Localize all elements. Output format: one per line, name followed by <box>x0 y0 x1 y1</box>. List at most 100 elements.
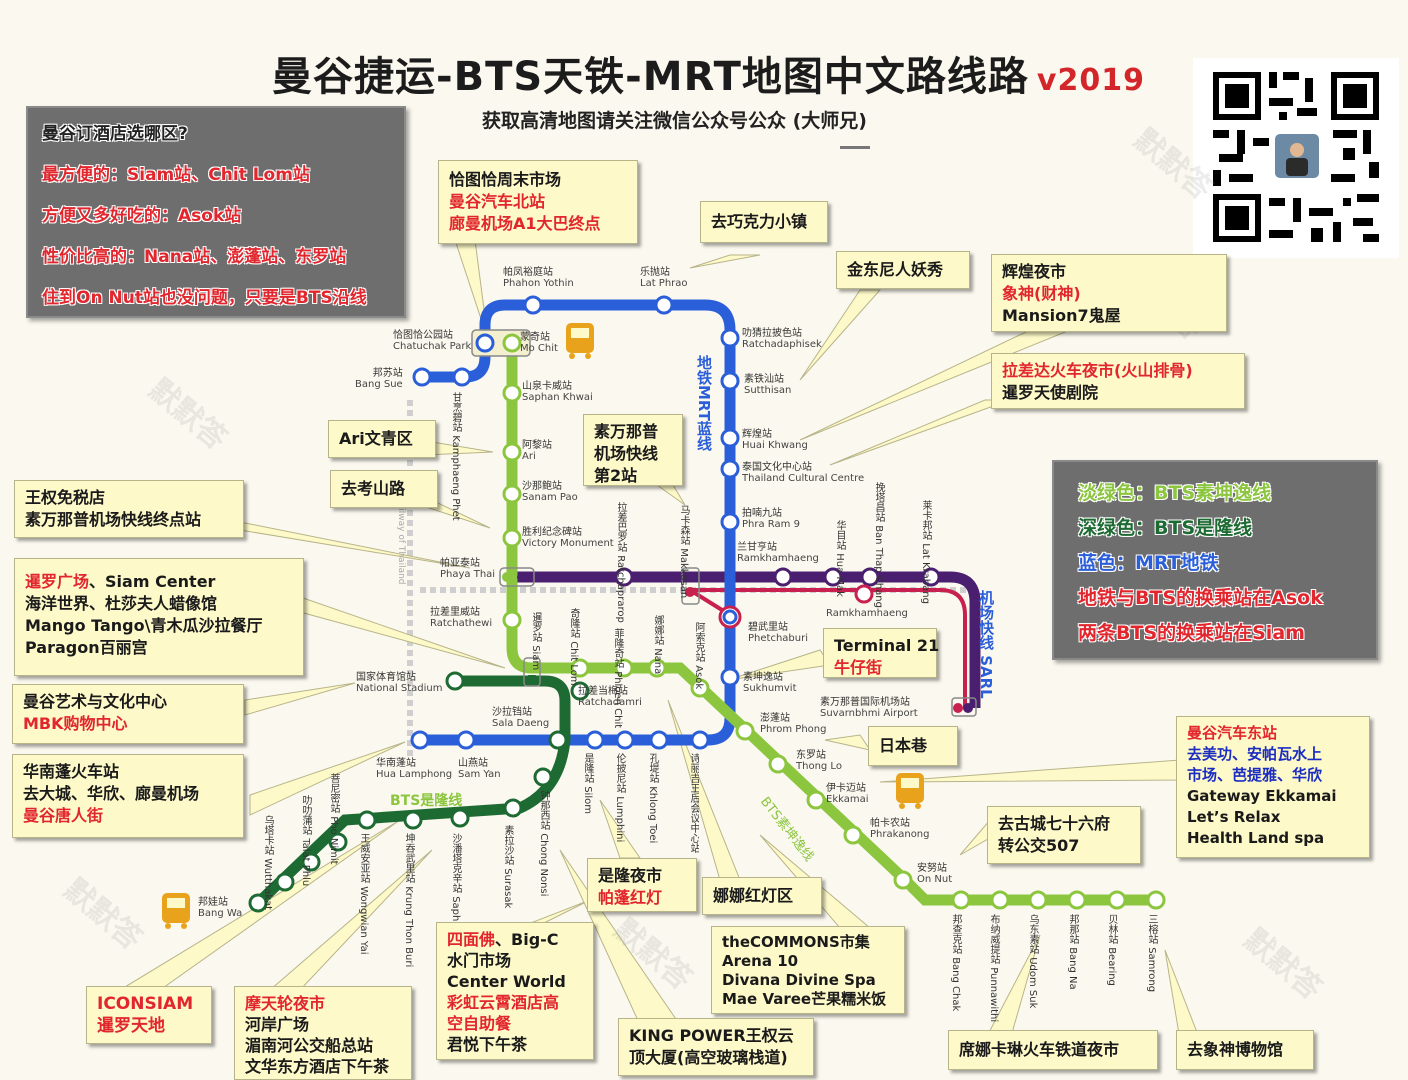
station-siam[interactable]: 暹罗站 Siam <box>530 612 541 671</box>
station-bang-chak[interactable]: 邦查克站 Bang Chak <box>950 914 961 1012</box>
station-udom-suk[interactable]: 乌东素站 Udom Suk <box>1027 914 1038 1009</box>
hotel-guide-heading: 曼谷订酒店选哪区? <box>42 124 188 144</box>
callout-ladyboy-show: 金东尼人妖秀 <box>836 251 970 289</box>
station-kamphaeng-phet[interactable]: 甘烹碧站 Kamphaeng Phet <box>450 392 461 521</box>
station-chong-nonsi[interactable]: 钟那西站 Chong Nonsi <box>538 790 549 897</box>
station-ramkhamhaeng-city[interactable]: Ramkhamhaeng <box>826 608 908 619</box>
station-chit-lom[interactable]: 奇隆站 Chit Lom <box>568 608 579 686</box>
railway-label: State Railway of Thailand <box>396 470 406 585</box>
hotel-guide-line: 方便又多好吃的：Asok站 <box>42 206 242 226</box>
station-makkasan[interactable]: 马卡森站 Makkasan <box>678 505 689 599</box>
bus-icon <box>566 323 594 359</box>
callout-national-stadium: 曼谷艺术与文化中心 MBK购物中心 <box>12 684 244 744</box>
callout-chocolate-ville: 去巧克力小镇 <box>700 201 828 243</box>
station-qsncc[interactable]: 诗丽吉王后会议中心站 <box>688 753 699 853</box>
map-legend: 淡绿色：BTS素坤逸线 深绿色：BTS是隆线 蓝色：MRT地铁 地铁与BTS的换… <box>1052 460 1378 660</box>
qr-code-icon <box>1193 58 1399 258</box>
callout-mahanakhon: KING POWER王权云 顶大厦(高空玻璃栈道) <box>618 1018 814 1076</box>
hotel-guide-line: 住到On Nut站也没问题，只要是BTS沿线 <box>42 288 367 308</box>
station-asok[interactable]: 阿索克站 Asok <box>693 622 704 690</box>
callout-ari: Ari文青区 <box>328 420 436 458</box>
airport-link-label: 机场快线 SARL <box>977 590 995 699</box>
qr-code[interactable] <box>1193 58 1399 258</box>
erawan-line-rest: 、Big-C <box>495 930 559 949</box>
legend-bts-sukhumvit: 淡绿色：BTS素坤逸线 <box>1078 482 1272 504</box>
station-talat-phlu[interactable]: 叻叻蒲站 Talat Phlu <box>300 795 311 887</box>
callout-erawan-museum: 去象神博物馆 <box>1176 1030 1314 1070</box>
station-ratchaprarop[interactable]: 拉差巴罗站 Ratchaprarop <box>615 502 626 623</box>
callout-huai-khwang: 辉煌夜市 象神(财神) Mansion7鬼屋 <box>991 254 1227 332</box>
callout-ekkamai: 曼谷汽车东站 去美功、安帕瓦水上 市场、芭提雅、华欣 Gateway Ekkam… <box>1176 716 1370 858</box>
callout-srinakarin-market: 席娜卡琳火车铁道夜市 <box>948 1030 1158 1070</box>
version-label: v2019 <box>1036 63 1145 98</box>
station-punnawithi[interactable]: 布纳威提站 Punnawithi <box>988 914 999 1023</box>
hotel-guide-line: 最方便的：Siam站、Chit Lom站 <box>42 165 310 185</box>
station-phloen-chit[interactable]: 菲隆奇站 Phloen Chit <box>612 628 623 729</box>
station-surasak[interactable]: 素拉沙站 Surasak <box>502 825 513 909</box>
callout-nana-plaza: 娜娜红灯区 <box>702 877 822 915</box>
station-wutthakat[interactable]: 乌塔卡站 Wutthakat <box>262 815 273 911</box>
legend-mrt: 蓝色：MRT地铁 <box>1078 552 1219 574</box>
bus-icon <box>896 773 924 809</box>
station-khlong-toei[interactable]: 孔堤站 Khlong Toei <box>647 753 658 844</box>
station-silom[interactable]: 是隆站 Silom <box>582 753 593 814</box>
subtitle: 获取高清地图请关注微信公众号公众 (大师兄) <box>482 110 867 132</box>
callout-chatuchak: 恰图恰周末市场 曼谷汽车北站 廊曼机场A1大巴终点 <box>438 160 638 244</box>
station-bang-na[interactable]: 邦那站 Bang Na <box>1067 914 1078 990</box>
subtitle-underline <box>840 146 870 149</box>
legend-interchange-asok: 地铁与BTS的换乘站在Asok <box>1078 587 1323 609</box>
station-wongwian-yai[interactable]: 王威安亚站 Wongwian Yai <box>358 833 369 955</box>
station-samrong[interactable]: 三榕站 Samrong <box>1146 914 1157 993</box>
legend-bts-silom: 深绿色：BTS是隆线 <box>1078 517 1253 539</box>
station-bearing[interactable]: 贝林站 Bearing <box>1106 914 1117 986</box>
callout-patpong: 是隆夜市 帕蓬红灯 <box>587 858 697 912</box>
mrt-line-label: 地铁MRT蓝线 <box>695 355 713 452</box>
callout-khao-san: 去考山路 <box>330 470 438 508</box>
callout-asiatique: 摩天轮夜市 河岸广场 湄南河公交船总站 文华东方酒店下午茶 <box>234 986 412 1080</box>
silom-line-label: BTS是隆线 <box>390 793 463 809</box>
callout-japan-alley: 日本巷 <box>868 726 958 766</box>
station-ban-thap-chang[interactable]: 挽塔昌站 Ban Thap Chang <box>873 482 884 608</box>
station-nana[interactable]: 娜娜站 Nana <box>652 615 663 675</box>
station-pho-nimit[interactable]: 菩尼密站 Pho Nimit <box>328 773 339 865</box>
station-lat-krabang[interactable]: 莱卡邦站 Lat Krabang <box>920 500 931 604</box>
callout-king-power: 王权免税店 素万那普机场快线终点站 <box>14 480 244 538</box>
callout-terminal-21: Terminal 21 牛仔街 <box>823 628 939 678</box>
station-lumphini[interactable]: 伦披尼站 Lumphini <box>614 753 625 843</box>
station-hua-mak[interactable]: 华目站 Hua Mak <box>834 520 845 597</box>
station-krung-thon-buri[interactable]: 坤吞武里站 Krung Thon Buri <box>403 833 414 968</box>
hotel-area-guide: 曼谷订酒店选哪区? 最方便的：Siam站、Chit Lom站 方便又多好吃的：A… <box>26 106 406 318</box>
